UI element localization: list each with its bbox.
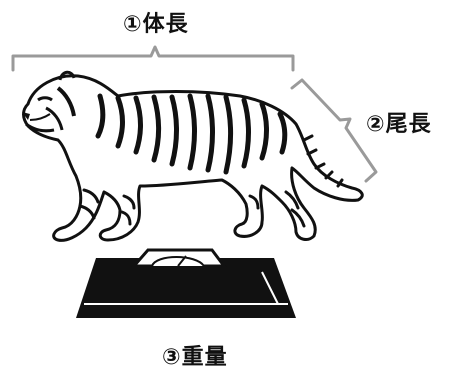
tiger-icon: [22, 72, 362, 240]
body-length-bracket: [13, 47, 293, 70]
body-length-label: ①体長: [123, 6, 189, 38]
scale-icon: [76, 250, 296, 318]
tail-length-label: ②尾長: [366, 106, 432, 138]
weight-label: ③重量: [162, 339, 228, 371]
